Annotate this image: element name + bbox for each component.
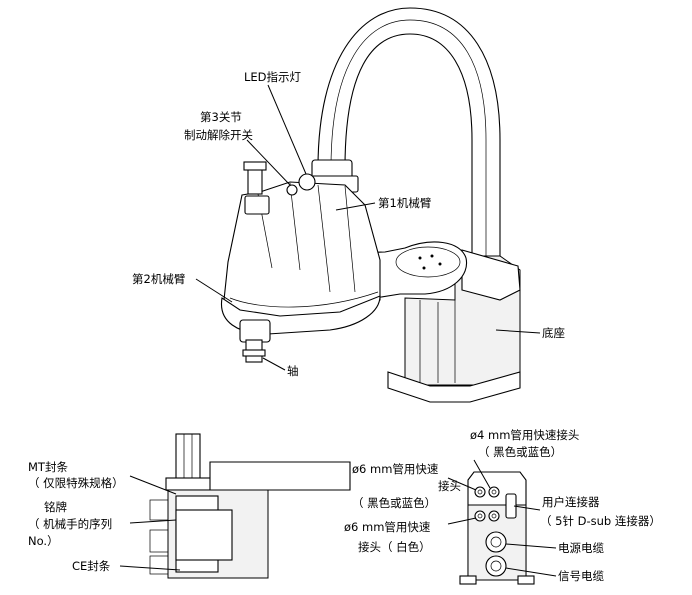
rear-view [447, 459, 557, 585]
led-lamp [298, 173, 316, 191]
mt-seal-label-line1: MT封条 [28, 460, 68, 474]
arm1-label: 第1机械臂 [378, 196, 432, 210]
base-flange [387, 371, 521, 403]
base-label: 底座 [542, 326, 565, 340]
nameplate-label-line2: （ 机械手的序列 [28, 517, 113, 531]
user-connector-label-line1: 用户连接器 [542, 495, 600, 509]
brake-label-line2: 制动解除开关 [184, 128, 253, 142]
signal-cable-label: 信号电缆 [558, 569, 604, 583]
ce-seal-label: CE封条 [72, 559, 111, 573]
tube6a-label-line2: 接头 [438, 479, 461, 493]
power-cable-port [485, 531, 507, 553]
robot-main-view [195, 7, 541, 403]
arm2-label: 第2机械臂 [132, 272, 186, 286]
user-connector-label-line2: （ 5针 D-sub 连接器） [540, 514, 661, 528]
led-label: LED指示灯 [244, 70, 302, 84]
cable-duct [317, 7, 501, 259]
shaft-top [247, 167, 263, 195]
tube6b-label-line1: ø6 mm管用快速 [344, 520, 431, 534]
tube4-label-line2: （ 黑色或蓝色） [478, 445, 563, 459]
brake-switch [286, 184, 298, 196]
tube6b-label-line2: 接头（ 白色） [358, 540, 431, 554]
tube4-label-line1: ø4 mm管用快速接头 [470, 428, 580, 442]
mt-seal-label-line2: （ 仅限特殊规格） [28, 476, 124, 490]
side-view [119, 433, 351, 579]
nameplate-label-line3: No.） [28, 534, 59, 548]
shaft-label: 轴 [287, 364, 299, 378]
tube6a-label-line1: ø6 mm管用快速 [352, 462, 439, 476]
nameplate-label-line1: 铭牌 [44, 500, 67, 514]
power-cable-label: 电源电缆 [558, 541, 604, 555]
brake-label-line1: 第3关节 [200, 110, 242, 124]
signal-cable-port [485, 555, 507, 577]
tube6a-label-line3: （ 黑色或蓝色） [352, 496, 437, 510]
